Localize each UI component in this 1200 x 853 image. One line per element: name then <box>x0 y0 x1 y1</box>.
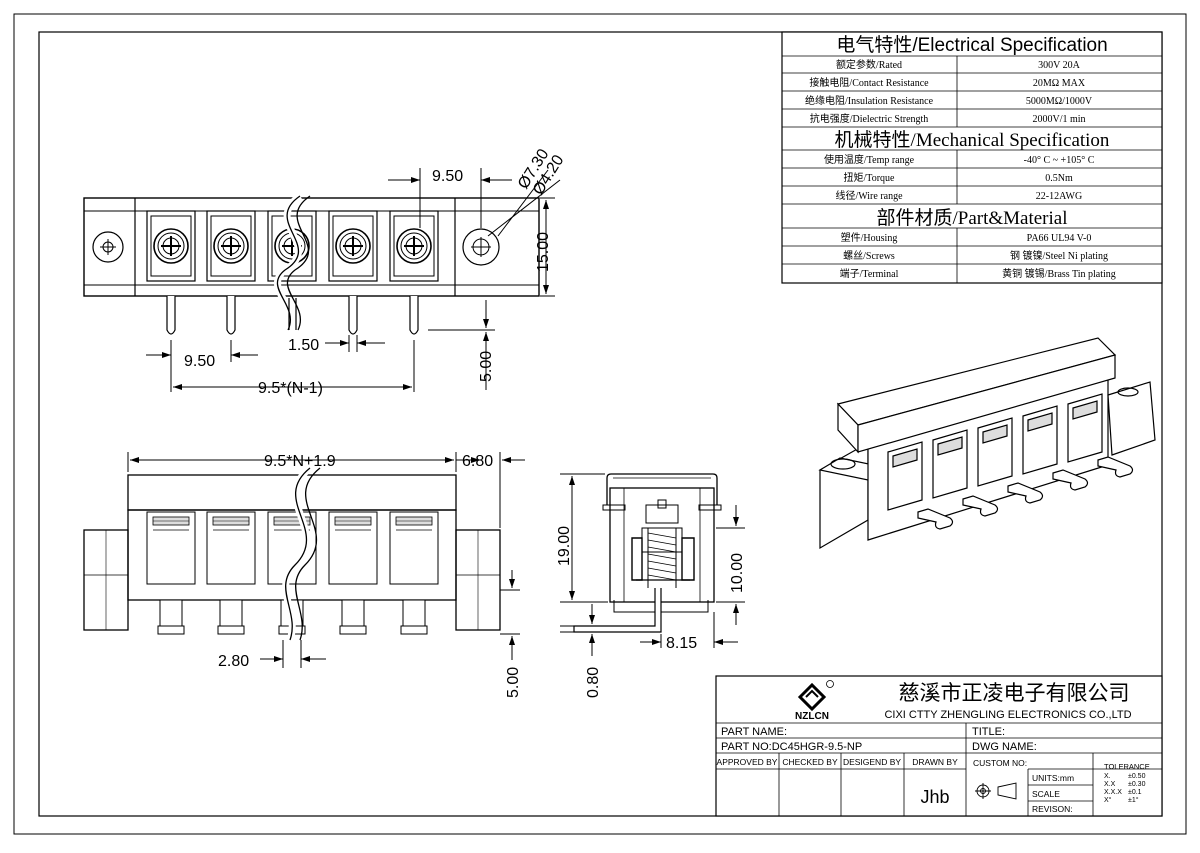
tolerance-key: X° <box>1104 796 1112 804</box>
spec-label: 线径/Wire range <box>835 189 903 202</box>
dim-pin-length-top: 5.00 <box>478 351 495 382</box>
dim-pitch-bottom: 9.50 <box>184 353 215 370</box>
screw-cell <box>146 210 196 282</box>
spec-value: 0.5Nm <box>1045 173 1073 184</box>
tolerance-key: X.X <box>1104 781 1116 788</box>
spec-value: -40° C ~ +105° C <box>1024 155 1095 166</box>
spec-label: 额定参数/Rated <box>836 58 902 71</box>
mechanical-header: 机械特性/Mechanical Specification <box>835 129 1110 151</box>
revision-label: REVISON: <box>1032 804 1073 814</box>
spec-value: 2000V/1 min <box>1032 114 1085 125</box>
front-cell <box>328 511 378 585</box>
checked-by-label: CHECKED BY <box>782 757 838 767</box>
units-label: UNITS:mm <box>1032 773 1074 783</box>
part-name-label: PART NAME: <box>721 726 787 738</box>
front-view-dimensions <box>127 452 525 668</box>
front-cell <box>146 511 196 585</box>
spec-value: 5000MΩ/1000V <box>1026 96 1093 107</box>
dim-end-width: 6.80 <box>462 453 493 470</box>
spec-value: PA66 UL94 V-0 <box>1027 233 1092 244</box>
dim-span: 9.5*(N-1) <box>258 380 323 397</box>
dim-height-10: 10.00 <box>729 553 746 593</box>
tolerance-key: X.X.X <box>1104 789 1122 796</box>
top-view <box>83 193 540 335</box>
material-header: 部件材质/Part&Material <box>876 207 1067 229</box>
spec-label: 抗电强度/Dielectric Strength <box>810 112 929 125</box>
dim-lead-thickness: 0.80 <box>585 667 602 698</box>
spec-value: 黄铜 镀锡/Brass Tin plating <box>1002 267 1116 280</box>
spec-value: 300V 20A <box>1038 60 1081 71</box>
spec-value: 钢 镀镍/Steel Ni plating <box>1010 249 1108 262</box>
top-view-dimensions <box>146 168 561 392</box>
tolerance-key: X. <box>1104 773 1111 780</box>
tolerance-value: ±0.30 <box>1128 781 1146 788</box>
logo-text: NZLCN <box>795 711 829 722</box>
scale-label: SCALE <box>1032 789 1060 799</box>
isometric-view <box>818 337 1156 550</box>
spec-label: 接触电阻/Contact Resistance <box>809 76 929 89</box>
title-block: NZLCN 慈溪市正凌电子有限公司 CIXI CTTY ZHENGLING EL… <box>715 675 1163 817</box>
tolerance-value: ±0.50 <box>1128 773 1146 780</box>
side-view <box>573 473 722 633</box>
spec-label: 扭矩/Torque <box>844 171 896 184</box>
dim-pitch-top: 9.50 <box>432 168 463 185</box>
title-label: TITLE: <box>972 726 1005 738</box>
spec-value: 20MΩ MAX <box>1033 78 1086 89</box>
spec-label: 塑件/Housing <box>841 232 898 244</box>
part-no: PART NO:DC45HGR-9.5-NP <box>721 741 862 753</box>
company-name-cn: 慈溪市正凌电子有限公司 <box>899 682 1130 705</box>
front-cell <box>389 511 439 585</box>
spec-label: 螺丝/Screws <box>843 250 895 262</box>
designed-by-label: DESIGEND BY <box>843 757 901 767</box>
electrical-header: 电气特性/Electrical Specification <box>836 34 1107 56</box>
dim-height-19: 19.00 <box>556 526 573 566</box>
drawn-by-label: DRAWN BY <box>912 757 958 767</box>
nzlcn-logo <box>797 680 834 712</box>
front-view <box>83 465 501 642</box>
tolerance-title: TOLERANCE <box>1104 762 1150 771</box>
spec-label: 端子/Terminal <box>840 267 899 280</box>
spec-table: 电气特性/Electrical Specification 额定参数/Rated… <box>781 31 1163 284</box>
approved-by-label: APPROVED BY <box>717 757 778 767</box>
screw-cell <box>206 210 256 282</box>
spec-label: 使用温度/Temp range <box>824 153 915 166</box>
drawn-by-name: Jhb <box>920 787 949 807</box>
tolerance-value: ±0.1 <box>1128 789 1142 796</box>
screw-cell <box>389 210 439 282</box>
custom-no-label: CUSTOM NO: <box>973 758 1027 768</box>
dim-depth: 8.15 <box>666 635 697 652</box>
dim-pin-length-front: 5.00 <box>505 667 522 698</box>
screw-cell <box>328 210 378 282</box>
dim-pin-thickness: 2.80 <box>218 653 249 670</box>
side-view-dimensions <box>560 473 745 656</box>
company-name-en: CIXI CTTY ZHENGLING ELECTRONICS CO.,LTD <box>884 709 1131 721</box>
sheet-frame <box>13 13 1187 835</box>
dim-height-15: 15.00 <box>535 232 552 272</box>
drawing-frame <box>38 31 1163 817</box>
spec-value: 22-12AWG <box>1036 191 1082 202</box>
screw-cell <box>267 210 317 282</box>
tolerance-value: ±1° <box>1128 796 1139 804</box>
dwg-name-label: DWG NAME: <box>972 741 1037 753</box>
front-cell <box>206 511 256 585</box>
projection-symbol <box>975 782 1017 800</box>
dim-pin-width: 1.50 <box>288 337 319 354</box>
spec-label: 绝缘电阻/Insulation Resistance <box>805 94 934 107</box>
dim-total-length: 9.5*N+1.9 <box>264 453 336 470</box>
